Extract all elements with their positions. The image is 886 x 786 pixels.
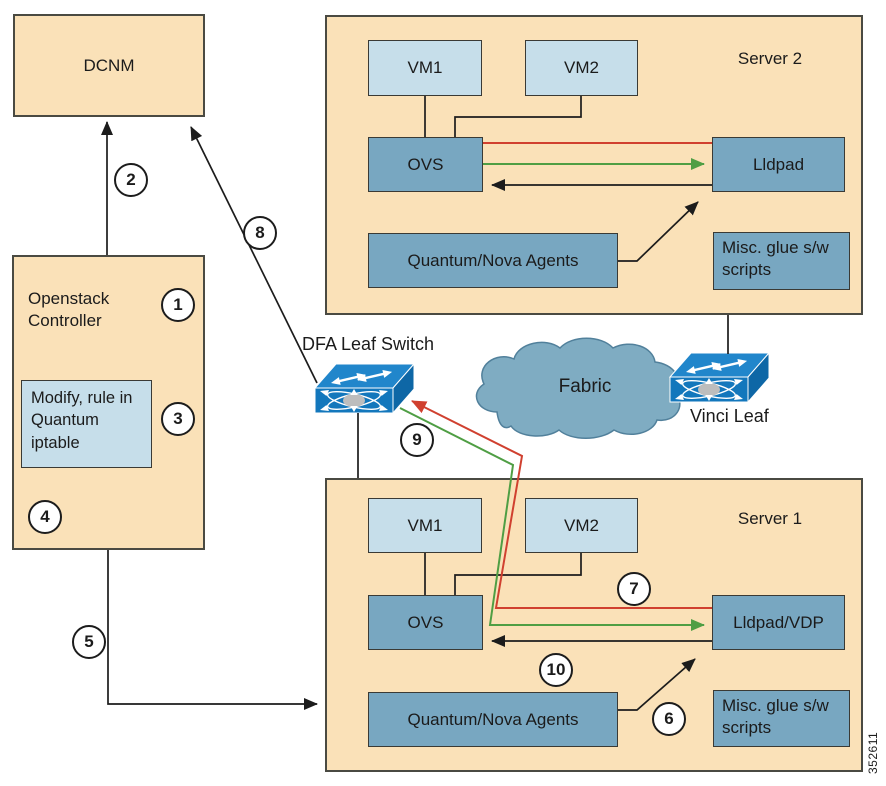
server1-title: Server 1: [737, 509, 803, 528]
modify-rule-line2: Quantum: [31, 411, 99, 430]
step-badge-10: 10: [539, 653, 573, 687]
server1-agents-box: Quantum/Nova Agents: [368, 692, 618, 747]
server2-lldpad-label: Lldpad: [752, 154, 805, 174]
server2-agents-box: Quantum/Nova Agents: [368, 233, 618, 288]
server2-agents-label: Quantum/Nova Agents: [407, 250, 579, 270]
step-badge-5: 5: [72, 625, 106, 659]
server1-misc-box: Misc. glue s/w scripts: [713, 690, 850, 747]
dcnm-label: DCNM: [83, 55, 135, 75]
openstack-controller-label: Openstack Controller: [28, 289, 110, 331]
modify-rule-box: Modify, rule in Quantum iptable: [21, 380, 152, 468]
step-badge-4: 4: [28, 500, 62, 534]
server2-misc-box: Misc. glue s/w scripts: [713, 232, 850, 290]
server1-lldpad-vdp-box: Lldpad/VDP: [712, 595, 845, 650]
step-badge-1: 1: [161, 288, 195, 322]
server2-ovs-label: OVS: [407, 154, 444, 174]
dfa-leaf-switch-label: DFA Leaf Switch: [302, 334, 435, 354]
modify-rule-line1: Modify, rule in: [31, 389, 133, 407]
dfa-leaf-switch-icon: [315, 364, 414, 413]
step-badge-9: 9: [400, 423, 434, 457]
server1-vm1-box: VM1: [368, 498, 482, 553]
arrow-controller-to-server1: [107, 550, 318, 710]
server2-ovs-box: OVS: [368, 137, 483, 192]
server2-vm1-label: VM1: [407, 58, 443, 77]
server1-agents-label: Quantum/Nova Agents: [407, 709, 579, 729]
step-badge-2: 2: [114, 163, 148, 197]
step-badge-7: 7: [617, 572, 651, 606]
server2-lldpad-box: Lldpad: [712, 137, 845, 192]
arrow-switch-to-dcnm: [190, 126, 318, 384]
server1-ovs-box: OVS: [368, 595, 483, 650]
server1-vm2-label: VM2: [564, 515, 599, 535]
server2-vm2-label: VM2: [564, 58, 599, 77]
server1-lldpad-vdp-label: Lldpad/VDP: [733, 612, 824, 632]
step-badge-6: 6: [652, 702, 686, 736]
step-badge-3: 3: [161, 402, 195, 436]
dcnm-box: DCNM: [13, 14, 205, 117]
server1-vm2-box: VM2: [525, 498, 638, 553]
server1-vm1-label: VM1: [407, 515, 443, 535]
server2-title: Server 2: [737, 49, 803, 68]
vinci-leaf-label: Vinci Leaf: [690, 406, 769, 426]
server2-vm1-box: VM1: [368, 40, 482, 96]
figure-number: 352611: [866, 731, 880, 774]
step-badge-8: 8: [243, 216, 277, 250]
modify-rule-line3: iptable: [31, 433, 80, 452]
server1-ovs-label: OVS: [407, 612, 444, 632]
vinci-leaf-switch-icon: [670, 353, 769, 402]
server2-vm2-box: VM2: [525, 40, 638, 96]
fabric-label: Fabric: [558, 376, 612, 397]
